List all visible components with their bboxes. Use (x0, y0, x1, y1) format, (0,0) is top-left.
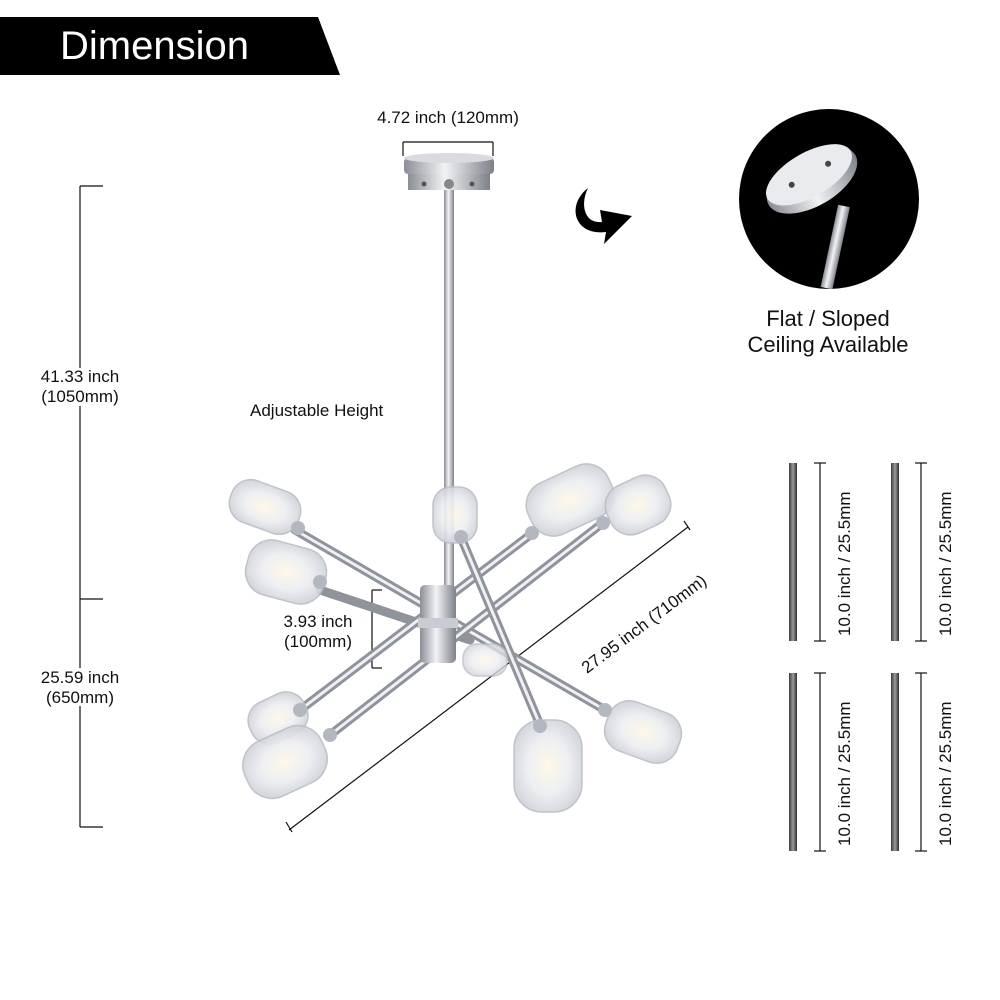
hub-height-mm-label: (100mm) (283, 632, 352, 651)
adjustable-height-label: Adjustable Height (250, 401, 384, 420)
banner-title: Dimension (60, 24, 249, 68)
ceiling-canopy (404, 153, 494, 190)
total-height-inch-label: 41.33 inch (40, 367, 120, 386)
center-hub (418, 585, 458, 663)
body-height-mm-label: (650mm) (45, 688, 114, 707)
banner-background (0, 17, 340, 75)
ceiling-line1: Flat / Sloped (766, 306, 890, 331)
rod-dimension-lines (814, 462, 927, 852)
ceiling-detail-image (739, 109, 919, 290)
canopy-width-bracket (402, 141, 494, 156)
height-dimension-lines (79, 185, 103, 828)
down-rod (444, 190, 454, 590)
rod-label-2: 10.0 inch / 25.5mm (936, 491, 955, 636)
dimension-banner: Dimension (0, 17, 340, 75)
rod-label-3: 10.0 inch / 25.5mm (835, 701, 854, 846)
bulb-sockets (291, 516, 612, 742)
curved-arrow-icon (575, 188, 632, 244)
total-height-mm-label: (1050mm) (41, 387, 119, 406)
hub-height-inch-label: 3.93 inch (283, 612, 353, 631)
body-height-inch-label: 25.59 inch (40, 668, 120, 687)
canopy-width-label: 4.72 inch (120mm) (377, 108, 519, 127)
extension-rods (789, 463, 899, 851)
rod-label-4: 10.0 inch / 25.5mm (936, 701, 955, 846)
width-dimension-line (285, 520, 691, 833)
rod-label-1: 10.0 inch / 25.5mm (835, 491, 854, 636)
ceiling-line2: Ceiling Available (747, 332, 909, 357)
glass-shades (228, 463, 683, 813)
